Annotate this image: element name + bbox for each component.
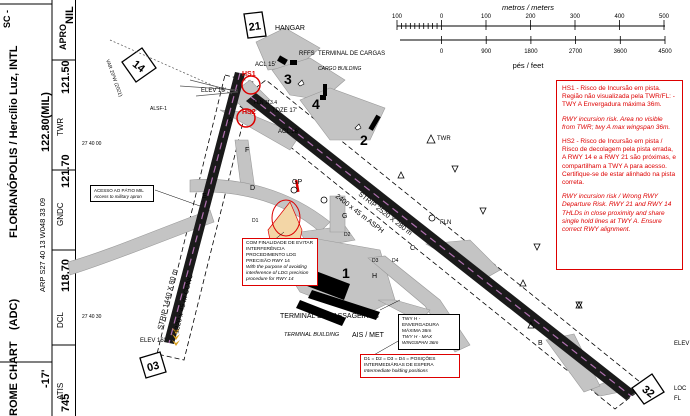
terminal-building-label: TERMINAL BUILDING bbox=[284, 332, 340, 338]
twy-h-label: H bbox=[372, 273, 377, 280]
d3-label: D3 bbox=[372, 258, 379, 264]
gp-label: GP bbox=[292, 179, 302, 186]
ldg-precision-note: COM FINALIDADE DE EVITAR INTERFERÊNCIA P… bbox=[242, 238, 318, 286]
scale-metres-title: metros / meters bbox=[502, 3, 554, 12]
twy-c-label: C bbox=[410, 245, 415, 252]
ais-met-label: AIS / MET bbox=[352, 332, 385, 339]
tdze-label: TDZE 17' bbox=[272, 108, 297, 114]
threshold-chevrons-03 bbox=[172, 328, 180, 346]
variation-label: VAR 20ºW (2021) bbox=[104, 59, 123, 98]
approach-lights bbox=[109, 39, 239, 97]
d4-label: D4 bbox=[392, 258, 399, 264]
hotspot-notes: HS1 - Risco de Incursão em pista. Região… bbox=[556, 80, 683, 270]
hs2-note: HS2 - Risco de Incursão em pista / Risco… bbox=[562, 138, 677, 187]
holding-positions-note: D1 = D2 = D3 = D4 = POSIÇÕES INTERMEDIÁR… bbox=[360, 354, 460, 378]
scale-label-ft: 1800 bbox=[524, 49, 538, 55]
runway-21-tag[interactable]: 21 bbox=[243, 11, 267, 39]
obstacle-marks bbox=[290, 134, 583, 329]
hotspot-hs2[interactable] bbox=[236, 108, 256, 128]
chart-sidebar: APRO NIL SC - FLORIANÓPOLIS / Hercílio L… bbox=[0, 0, 76, 416]
hotspot-hs1[interactable] bbox=[241, 75, 261, 95]
apron-4-label: 4 bbox=[312, 96, 320, 112]
alsf-label: ALSF-1 bbox=[150, 106, 167, 112]
svg-text:03: 03 bbox=[146, 360, 161, 375]
loc-fl-label: FL bbox=[674, 396, 682, 402]
stand-markers bbox=[297, 79, 362, 131]
scale-label-m: 100 bbox=[481, 14, 492, 20]
acl-15-label: ACL 15' bbox=[255, 62, 276, 68]
gp-area-circle bbox=[271, 199, 301, 237]
terminal-pax-label: TERMINAL DE PASSAGEIROS bbox=[280, 313, 379, 320]
hangar-label: HANGAR bbox=[275, 25, 305, 32]
scale-label-m: 300 bbox=[570, 14, 581, 20]
runway-03-tag[interactable]: 03 bbox=[139, 351, 167, 379]
scale-label-m: 500 bbox=[659, 14, 670, 20]
scale-bar: metros / meters 100 0 100 200 300 400 500 0 900… bbox=[392, 3, 672, 70]
apron-3-label: 3 bbox=[284, 71, 292, 87]
scale-label-ft: 2700 bbox=[569, 49, 583, 55]
elev-top-label: ELEV 16' bbox=[201, 88, 226, 94]
loc-label: LOC bbox=[674, 386, 687, 392]
acl-16-label: ACL 16' bbox=[278, 129, 299, 135]
scale-label-ft: 3600 bbox=[614, 49, 628, 55]
scale-label-m: 200 bbox=[525, 14, 536, 20]
hs1-note: HS1 - Risco de Incursão em pista. Região… bbox=[562, 85, 675, 109]
runway-14-32[interactable] bbox=[246, 93, 636, 400]
hs2-note-en: RWY incursion risk / Wrong RWY Departure… bbox=[562, 193, 672, 234]
d2-label: D2 bbox=[344, 232, 351, 238]
lat-1-label: 27 40 00 bbox=[82, 141, 102, 147]
twy-h-note: TWY H - ENVERGADURA MÁXIMA 36m TWY H - M… bbox=[398, 314, 460, 350]
hs1-note-en: RWY incursion risk. Area no visible from… bbox=[562, 115, 671, 131]
hs1-label: HS1 bbox=[242, 71, 256, 78]
twr-map-label: TWR bbox=[437, 136, 451, 142]
cargo-building-label: CARGO BUILDING bbox=[318, 66, 361, 72]
apron-2-label: 2 bbox=[360, 132, 368, 148]
terminal-cargas-label: TERMINAL DE CARGAS bbox=[318, 51, 385, 57]
runway-32-tag[interactable]: 32 bbox=[631, 373, 665, 405]
apron-1-label: 1 bbox=[342, 265, 350, 281]
elev-right-label: ELEV bbox=[674, 341, 689, 347]
rffs-label: RFFS bbox=[299, 51, 315, 57]
twy-g-label: G bbox=[342, 213, 347, 220]
military-access-note: ACESSO AO PÁTIO MIL Access to military a… bbox=[90, 185, 154, 202]
lat-2-label: 27 40 30 bbox=[82, 314, 102, 320]
scale-label-ft: 0 bbox=[440, 49, 444, 55]
scale-label-m: 100 bbox=[392, 14, 403, 20]
scale-label-m: 400 bbox=[614, 14, 625, 20]
runway-03-21[interactable] bbox=[164, 72, 245, 344]
scale-feet-title: pés / feet bbox=[513, 61, 545, 70]
svg-text:21: 21 bbox=[248, 20, 262, 34]
d1-label: D1 bbox=[252, 218, 259, 224]
runway-14-tag[interactable]: 14 bbox=[121, 47, 157, 83]
elev-bottom-label: ELEV 16' bbox=[140, 338, 165, 344]
hs2-label: HS2 bbox=[242, 109, 256, 116]
scale-label-m: 0 bbox=[440, 14, 444, 20]
sidebar-separators bbox=[0, 0, 75, 416]
fln-vor-label: FLN 113.4 bbox=[254, 100, 277, 106]
scale-label-ft: 900 bbox=[481, 49, 492, 55]
twy-a-label: A bbox=[228, 117, 233, 124]
twy-f-label: F bbox=[245, 147, 249, 154]
svg-text:32: 32 bbox=[639, 384, 656, 401]
scale-label-ft: 4500 bbox=[658, 49, 672, 55]
twy-e-label: E bbox=[202, 193, 207, 200]
fln-map-label: FLN bbox=[440, 220, 451, 226]
twy-d-label: D bbox=[250, 185, 255, 192]
hold-bar bbox=[294, 179, 300, 193]
twy-b-label: B bbox=[538, 340, 543, 347]
